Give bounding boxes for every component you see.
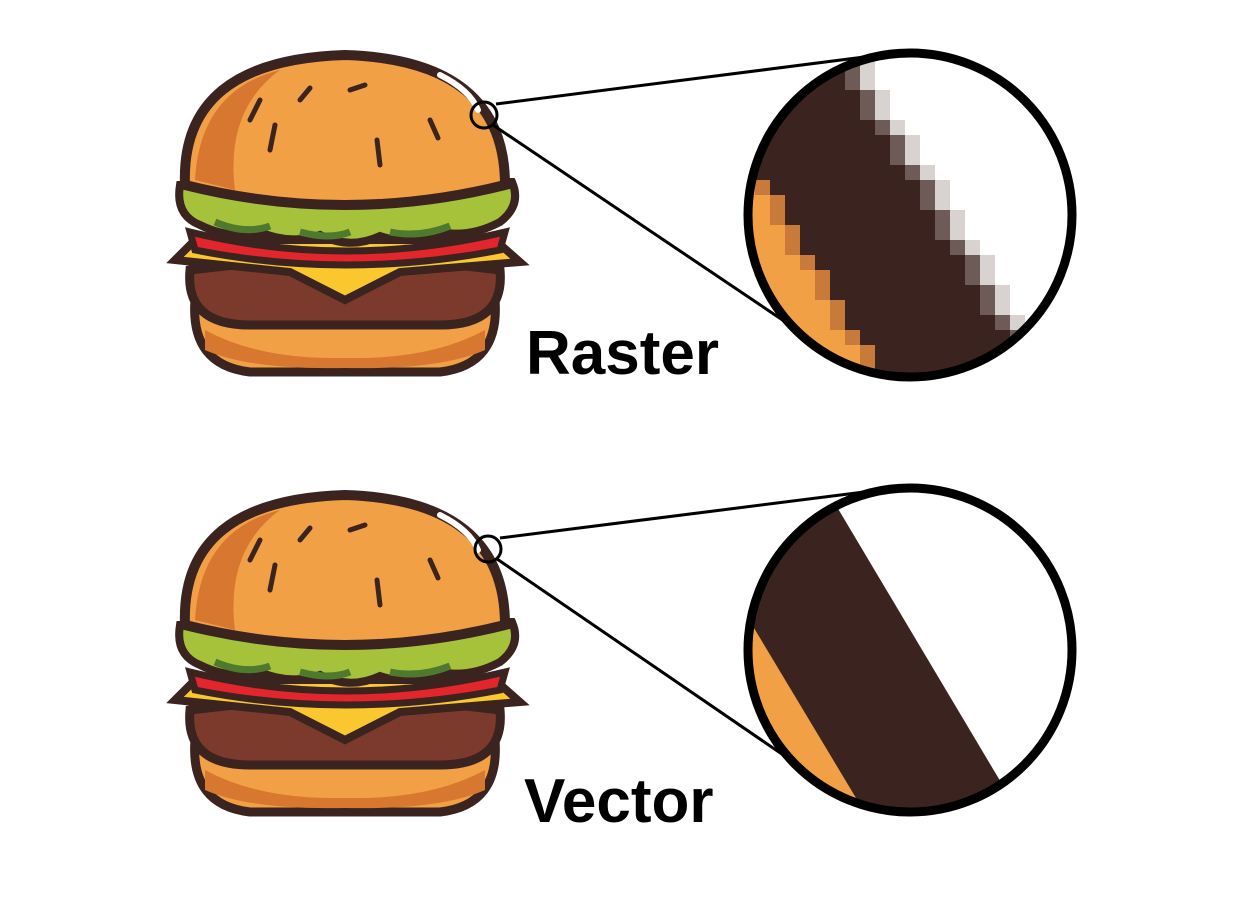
raster-white-pixel-row xyxy=(965,210,1072,225)
raster-edge-pixel xyxy=(770,195,785,210)
raster-label: Raster xyxy=(526,319,719,388)
raster-edge-pixel xyxy=(1025,360,1040,375)
raster-edge-pixel xyxy=(815,285,830,300)
raster-callout-lines xyxy=(469,53,881,354)
raster-white-pixel-row xyxy=(980,240,1072,255)
raster-edge-pixel xyxy=(860,105,875,120)
raster-edge-pixel xyxy=(890,120,905,135)
raster-edge-pixel xyxy=(845,75,860,90)
raster-edge-pixel xyxy=(1010,345,1025,360)
raster-white-pixel-row xyxy=(950,180,1072,195)
raster-edge-pixel xyxy=(830,315,845,330)
raster-edge-pixel xyxy=(845,330,860,345)
raster-edge-pixel xyxy=(890,135,905,150)
raster-white-pixel-row xyxy=(1010,300,1072,315)
raster-edge-pixel xyxy=(950,210,965,225)
raster-edge-pixel xyxy=(905,150,920,165)
raster-edge-pixel xyxy=(1025,345,1040,360)
raster-edge-pixel xyxy=(860,75,875,90)
raster-orange-pixel-row xyxy=(748,240,785,255)
raster-edge-pixel xyxy=(935,195,950,210)
raster-edge-pixel xyxy=(965,270,980,285)
raster-white-pixel-row xyxy=(1010,285,1072,300)
vector-callout-lines xyxy=(473,488,881,789)
raster-edge-pixel xyxy=(680,45,695,60)
raster-white-pixel-row xyxy=(950,195,1072,210)
raster-edge-pixel xyxy=(920,180,935,195)
raster-edge-pixel xyxy=(920,165,935,180)
raster-edge-pixel xyxy=(755,180,770,195)
raster-white-pixel-row xyxy=(1040,345,1072,360)
raster-edge-pixel xyxy=(905,165,920,180)
raster-white-pixel-row xyxy=(1040,330,1072,345)
raster-edge-pixel xyxy=(680,60,695,75)
raster-white-pixel-row xyxy=(995,255,1072,270)
raster-edge-pixel xyxy=(1010,315,1025,330)
raster-edge-pixel xyxy=(920,195,935,210)
raster-edge-pixel xyxy=(935,210,950,225)
vector-burger-illustration xyxy=(175,495,520,812)
raster-edge-pixel xyxy=(830,300,845,315)
raster-edge-pixel xyxy=(965,240,980,255)
raster-edge-pixel xyxy=(725,135,740,150)
raster-edge-pixel xyxy=(875,90,890,105)
raster-edge-pixel xyxy=(890,150,905,165)
raster-white-pixel-row xyxy=(920,150,1072,165)
raster-orange-pixel-row xyxy=(748,270,815,285)
raster-edge-pixel xyxy=(980,255,995,270)
raster-edge-pixel xyxy=(860,345,875,360)
raster-edge-pixel xyxy=(710,105,725,120)
raster-edge-pixel xyxy=(770,210,785,225)
raster-edge-pixel xyxy=(1040,375,1055,377)
raster-edge-pixel xyxy=(980,285,995,300)
raster-orange-pixel-row xyxy=(748,225,785,240)
raster-edge-pixel xyxy=(1040,360,1055,375)
raster-edge-pixel xyxy=(1025,375,1040,377)
raster-edge-pixel xyxy=(695,90,710,105)
raster-white-pixel-row xyxy=(875,60,1072,75)
raster-white-pixel-row xyxy=(890,105,1072,120)
raster-edge-pixel xyxy=(935,225,950,240)
raster-edge-pixel xyxy=(935,180,950,195)
raster-edge-pixel xyxy=(965,255,980,270)
raster-edge-pixel xyxy=(785,225,800,240)
raster-white-pixel-row xyxy=(1055,375,1072,377)
raster-white-pixel-row xyxy=(890,90,1072,105)
raster-edge-pixel xyxy=(785,240,800,255)
raster-edge-pixel xyxy=(830,53,845,60)
raster-edge-pixel xyxy=(860,90,875,105)
raster-white-pixel-row xyxy=(905,120,1072,135)
vector-label: Vector xyxy=(524,767,714,836)
raster-edge-pixel xyxy=(995,300,1010,315)
raster-edge-pixel xyxy=(905,135,920,150)
raster-white-pixel-row xyxy=(920,135,1072,150)
raster-edge-pixel xyxy=(980,300,995,315)
raster-edge-pixel xyxy=(995,315,1010,330)
raster-edge-pixel xyxy=(875,120,890,135)
raster-white-pixel-row xyxy=(995,270,1072,285)
raster-white-pixel-row xyxy=(1055,360,1072,375)
raster-edge-pixel xyxy=(950,240,965,255)
raster-white-pixel-row xyxy=(965,225,1072,240)
raster-orange-pixel-row xyxy=(748,210,770,225)
raster-orange-pixel-row xyxy=(748,195,770,210)
raster-edge-pixel xyxy=(980,270,995,285)
raster-orange-pixel-row xyxy=(748,375,875,377)
vector-zoom-circle xyxy=(748,488,1072,812)
raster-edge-pixel xyxy=(995,285,1010,300)
raster-edge-pixel xyxy=(725,120,740,135)
raster-edge-pixel xyxy=(875,105,890,120)
raster-edge-pixel xyxy=(815,270,830,285)
raster-white-pixel-row xyxy=(935,165,1072,180)
raster-edge-pixel xyxy=(950,225,965,240)
raster-edge-pixel xyxy=(800,255,815,270)
raster-burger-illustration xyxy=(175,55,520,372)
